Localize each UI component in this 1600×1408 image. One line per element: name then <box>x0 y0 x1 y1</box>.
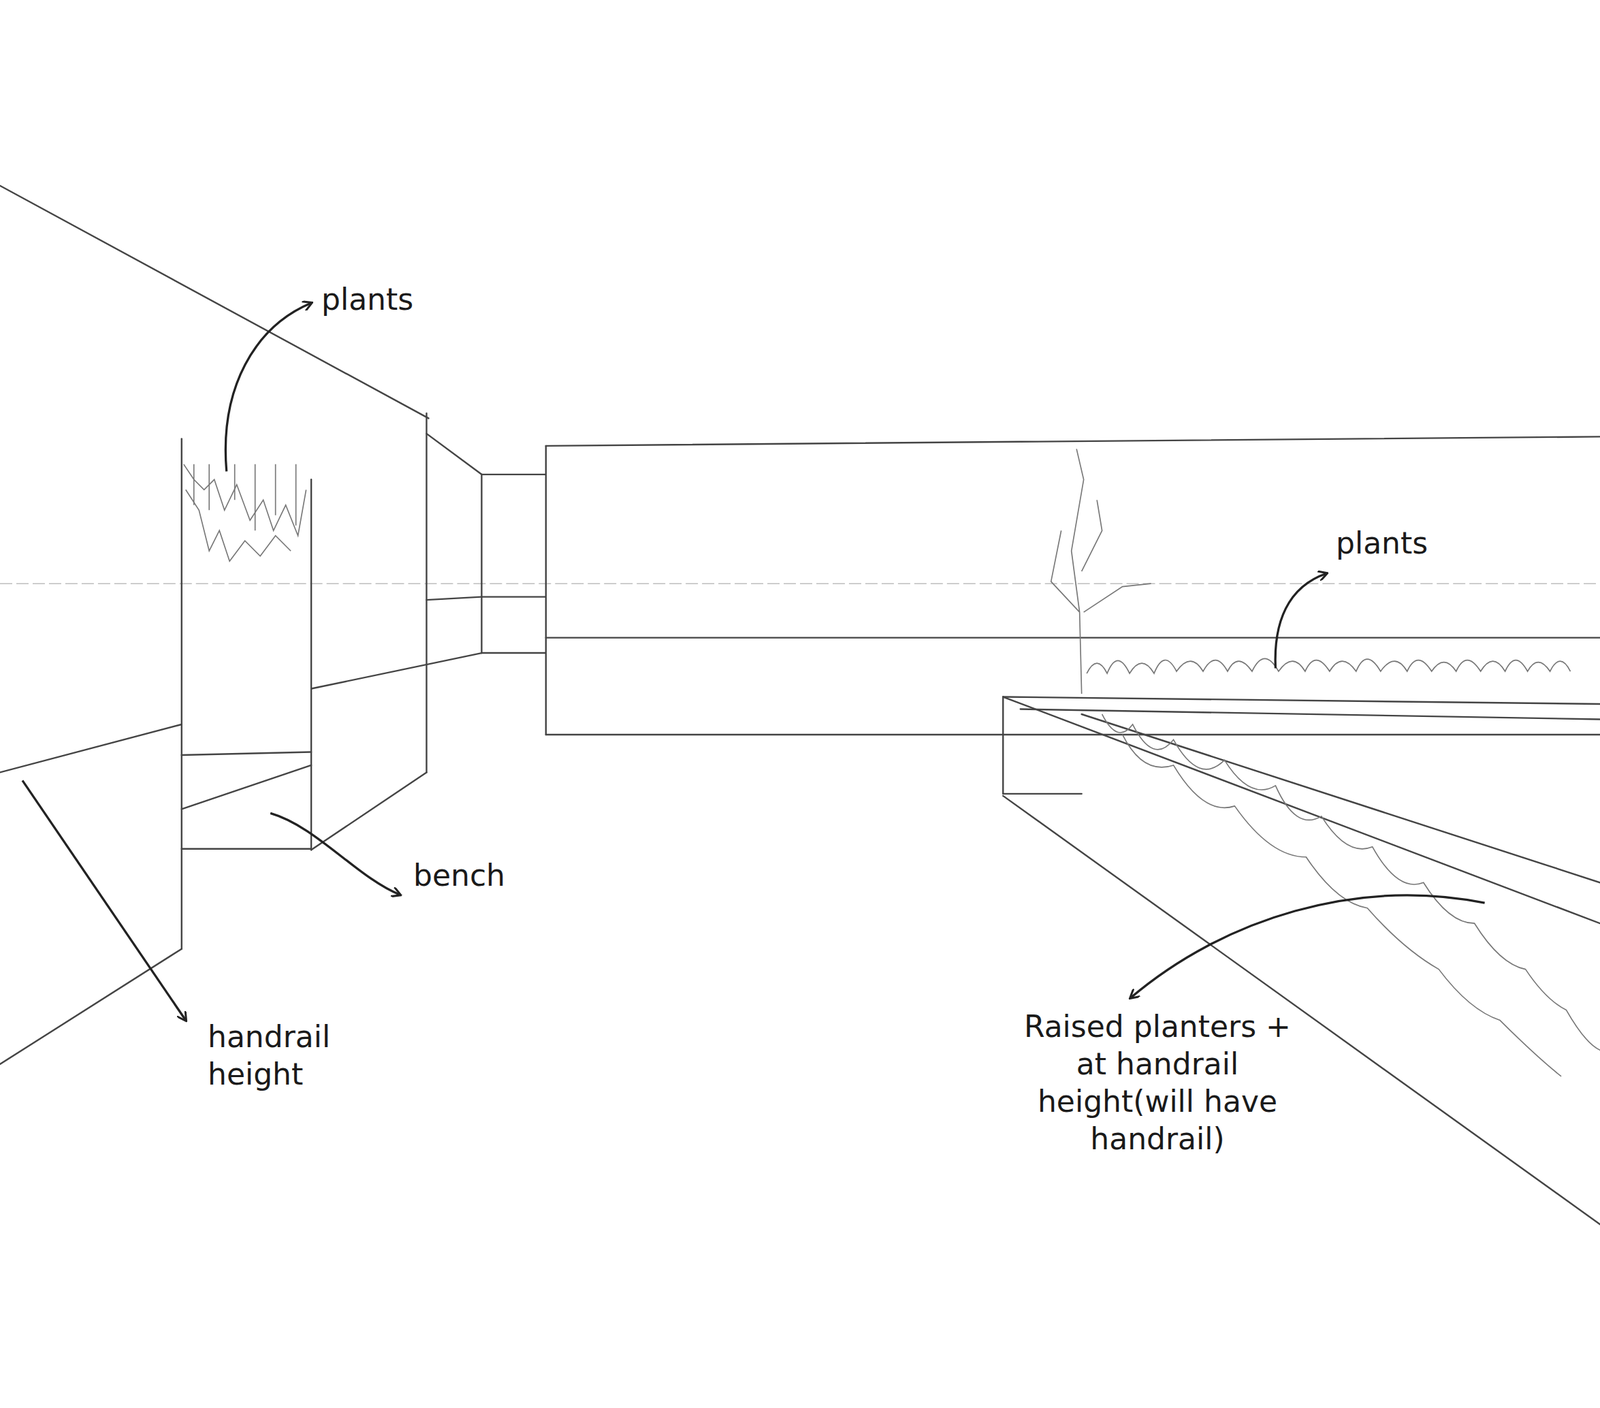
handrail-label: handrail height <box>207 1017 378 1093</box>
bench-label: bench <box>413 856 506 894</box>
plants-label: plants <box>1335 524 1428 562</box>
planter-note: Raised planters + at handrail height(wil… <box>1007 1007 1308 1158</box>
plants-label: plants <box>321 280 414 318</box>
